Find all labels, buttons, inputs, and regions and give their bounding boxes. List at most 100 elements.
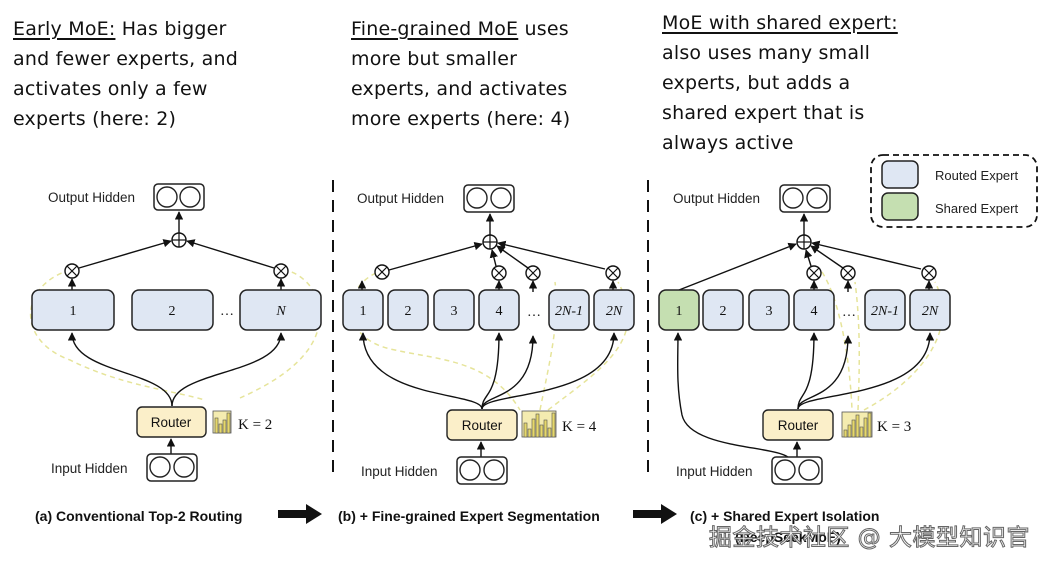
legend-routed-label: Routed Expert xyxy=(935,168,1018,183)
input-hidden-node xyxy=(146,453,198,482)
caption-a: (a) Conventional Top-2 Routing xyxy=(35,508,242,524)
expert-box-routed: 2N-1 xyxy=(548,289,590,331)
top-k-label: K = 3 xyxy=(877,419,911,435)
expert-box-routed: N xyxy=(239,289,322,331)
annotation-line: shared expert that is xyxy=(662,102,865,124)
annotation-fine-grained-moe: Fine-grained MoE uses more but smaller e… xyxy=(351,14,570,134)
expert-box-routed: 2N xyxy=(909,289,951,331)
ellipsis: … xyxy=(527,305,541,320)
annotation-line: experts, and activates xyxy=(351,78,568,100)
caption-b: (b) + Fine-grained Expert Segmentation xyxy=(338,508,600,524)
gate-curve xyxy=(350,272,629,411)
input-hidden-node xyxy=(771,456,823,485)
arrow-right-icon xyxy=(278,504,322,524)
expert-label: 2 xyxy=(169,304,176,319)
expert-label: N xyxy=(275,304,286,319)
output-hidden-label: Output Hidden xyxy=(673,191,760,206)
expert-box-shared: 1 xyxy=(658,289,700,331)
annotation-line: always active xyxy=(662,132,794,154)
routing-arrow xyxy=(797,335,853,410)
annotation-line: and fewer experts, and xyxy=(13,48,238,70)
expert-box-routed: 1 xyxy=(342,289,384,331)
expert-box-routed: 2N xyxy=(593,289,635,331)
legend-routed-swatch xyxy=(881,160,919,189)
multiply-node xyxy=(491,265,507,281)
expert-label: 1 xyxy=(70,304,77,319)
multiply-node xyxy=(806,265,822,281)
router-box: Router xyxy=(446,409,518,441)
router-label: Router xyxy=(462,418,503,433)
expert-label: 2N-1 xyxy=(871,304,899,319)
watermark: 掘金技术社区 @ 大模型知识官 xyxy=(708,525,1030,552)
expert-box-routed: 3 xyxy=(433,289,475,331)
annotation-line: also uses many small xyxy=(662,42,871,64)
panel-b: Output Hidden 1 2 3 4 2N-1 2N … Router xyxy=(342,184,635,485)
multiply-node xyxy=(64,263,80,279)
router-label: Router xyxy=(151,415,192,430)
expert-box-routed: 4 xyxy=(478,289,520,331)
expert-label: 3 xyxy=(451,304,458,319)
expert-box-routed: 3 xyxy=(748,289,790,331)
annotation-title: Fine-grained MoE xyxy=(351,18,519,40)
expert-label: 2 xyxy=(405,304,412,319)
shared-expert-route xyxy=(673,332,791,460)
expert-label: 2 xyxy=(720,304,727,319)
legend-shared-swatch xyxy=(881,192,919,221)
expert-box-routed: 2 xyxy=(702,289,744,331)
input-hidden-label: Input Hidden xyxy=(361,464,438,479)
annotation-line: activates only a few xyxy=(13,78,208,100)
router-box: Router xyxy=(136,406,207,438)
routing-arrow xyxy=(481,332,504,410)
caption-c-sub: (DeepSeekMoE) xyxy=(735,529,841,545)
annotation-line: Has bigger xyxy=(115,18,227,40)
expert-label: 1 xyxy=(360,304,367,319)
legend: Routed Expert Shared Expert xyxy=(870,154,1038,228)
input-hidden-label: Input Hidden xyxy=(676,464,753,479)
annotation-line: uses xyxy=(518,18,569,40)
top-k-label: K = 2 xyxy=(238,417,272,433)
annotation-line: more experts (here: 4) xyxy=(351,108,571,130)
router-score-bars-icon xyxy=(212,410,232,434)
expert-box-routed: 1 xyxy=(31,289,115,331)
top-k-label: K = 4 xyxy=(562,419,597,435)
router-score-bars-icon xyxy=(521,410,557,438)
expert-label: 2N xyxy=(606,304,623,319)
routing-arrow xyxy=(481,332,619,410)
expert-label: 2N xyxy=(922,304,939,319)
legend-border xyxy=(870,154,1038,228)
router-label: Router xyxy=(778,418,819,433)
routing-arrow xyxy=(481,335,538,410)
annotation-line: experts (here: 2) xyxy=(13,108,177,130)
expert-label: 4 xyxy=(811,304,818,319)
expert-box-routed: 2 xyxy=(387,289,429,331)
output-hidden-node xyxy=(153,183,205,211)
output-hidden-label: Output Hidden xyxy=(48,190,135,205)
sum-node xyxy=(171,232,187,248)
output-hidden-label: Output Hidden xyxy=(357,191,444,206)
expert-label: 4 xyxy=(496,304,503,319)
router-score-bars-icon xyxy=(841,411,873,438)
expert-label: 2N-1 xyxy=(555,304,583,319)
caption-c: (c) + Shared Expert Isolation xyxy=(690,508,879,524)
annotation-early-moe: Early MoE: Has bigger and fewer experts,… xyxy=(13,14,238,134)
routing-arrow xyxy=(358,332,483,410)
expert-box-routed: 2 xyxy=(131,289,214,331)
input-hidden-label: Input Hidden xyxy=(51,461,128,476)
output-hidden-node xyxy=(779,184,831,213)
output-hidden-node xyxy=(463,184,515,213)
legend-shared-label: Shared Expert xyxy=(935,201,1018,216)
annotation-line: more but smaller xyxy=(351,48,518,70)
routing-arrow xyxy=(797,332,935,410)
multiply-node xyxy=(921,265,937,281)
annotation-title: MoE with shared expert: xyxy=(662,12,898,34)
router-box: Router xyxy=(762,409,834,441)
multiply-node xyxy=(374,264,390,280)
expert-box-routed: 2N-1 xyxy=(864,289,906,331)
expert-box-routed: 4 xyxy=(793,289,835,331)
sum-node xyxy=(482,234,498,250)
multiply-node xyxy=(605,265,621,281)
input-hidden-node xyxy=(456,456,508,485)
expert-label: 3 xyxy=(766,304,773,319)
